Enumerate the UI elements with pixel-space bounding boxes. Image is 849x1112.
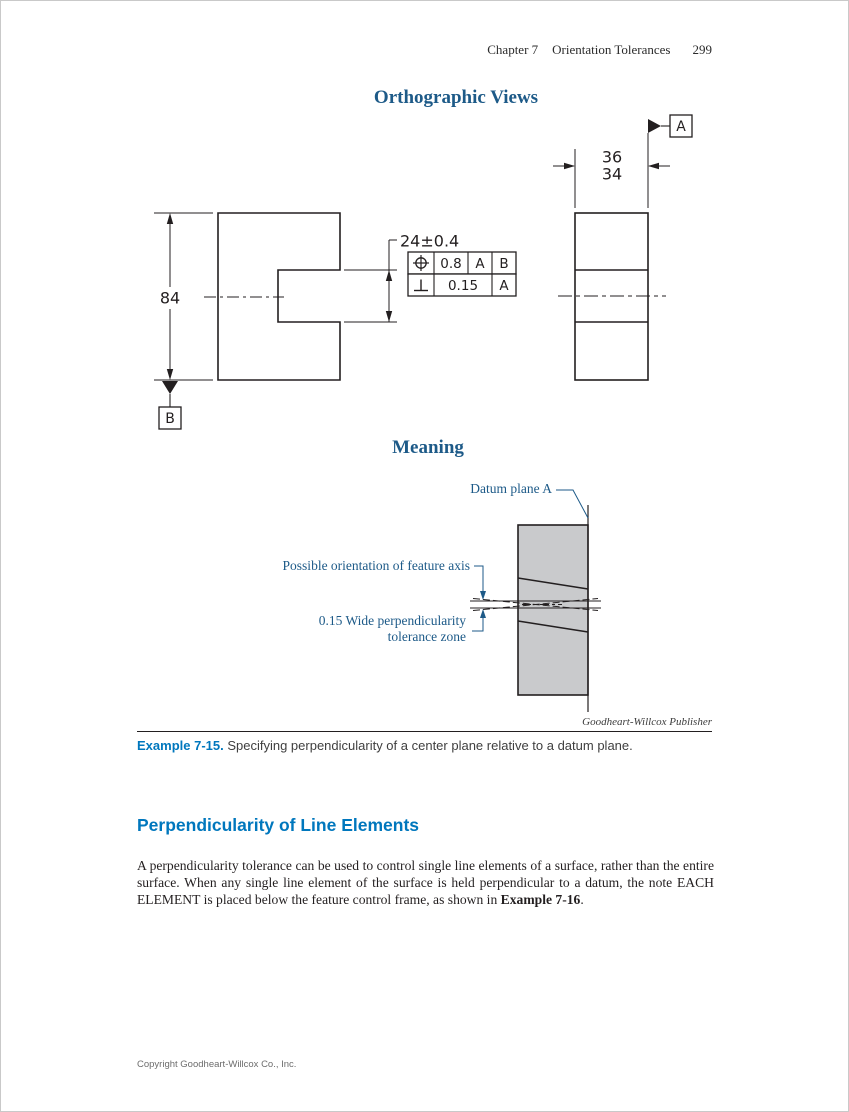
caption-text: Specifying perpendicularity of a center … xyxy=(223,738,633,753)
tolerance-zone-label-line2: tolerance zone xyxy=(387,628,466,644)
orthographic-views-drawing: 84 B 24±0.4 xyxy=(154,114,693,430)
datum-feature-a: A xyxy=(648,114,693,138)
axis-label-leader xyxy=(474,565,484,591)
header-section-title: Orientation Tolerances xyxy=(552,42,671,57)
dim-36-label: 36 xyxy=(602,148,622,167)
meaning-diagram xyxy=(470,489,601,712)
fcf-position-tolerance: 0.8 xyxy=(440,256,461,272)
page-number: 299 xyxy=(692,42,713,57)
perpendicularity-symbol-icon xyxy=(414,279,428,292)
leader-lines xyxy=(472,489,589,632)
left-view-outline xyxy=(217,212,341,381)
datum-triangle-icon xyxy=(162,381,178,394)
fcf-perp-tolerance: 0.15 xyxy=(448,278,478,294)
datum-plane-leader xyxy=(556,489,589,519)
arrowhead-left xyxy=(648,162,659,170)
section-heading: Perpendicularity of Line Elements xyxy=(137,815,420,835)
zone-arrow-down xyxy=(480,591,486,600)
datum-a-letter: A xyxy=(676,119,686,135)
slot-dimension: 24±0.4 xyxy=(344,232,459,323)
fcf-position-datum-b: B xyxy=(499,256,508,272)
paragraph-end: . xyxy=(580,892,584,908)
dim-24-label: 24±0.4 xyxy=(400,232,459,251)
height-dimension: 84 xyxy=(154,212,213,381)
paragraph-bold-reference: Example 7-16 xyxy=(500,892,581,908)
arrowhead-right xyxy=(564,162,575,170)
caption-label: Example 7-15. xyxy=(137,738,224,753)
datum-feature-b: B xyxy=(158,381,182,430)
datum-a-frame xyxy=(669,114,693,138)
paragraph-text: A perpendicularity tolerance can be used… xyxy=(137,857,714,908)
meaning-part xyxy=(470,505,601,712)
dim-34-label: 34 xyxy=(602,165,622,184)
meaning-title: Meaning xyxy=(392,437,464,458)
orthographic-views-title: Orthographic Views xyxy=(373,87,539,108)
datum-triangle-icon xyxy=(648,119,661,133)
fcf-position-datum-a: A xyxy=(475,256,485,272)
zone-arrow-up xyxy=(480,609,486,618)
left-view xyxy=(204,212,341,381)
width-dimension: 36 34 xyxy=(553,133,670,208)
datum-b-frame xyxy=(158,406,182,430)
datum-plane-label: Datum plane A xyxy=(470,481,552,496)
position-symbol-icon xyxy=(413,255,429,271)
zone-label-leader xyxy=(472,617,484,632)
body-paragraph: A perpendicularity tolerance can be used… xyxy=(137,857,714,909)
fcf-frame xyxy=(407,273,517,297)
dim-84-label: 84 xyxy=(160,289,180,308)
tilted-slot-edge xyxy=(517,620,589,633)
running-header: Chapter 7 Orientation Tolerances 299 xyxy=(400,42,712,58)
axis-orientation-label: Possible orientation of feature axis xyxy=(282,558,470,573)
copyright-footer: Copyright Goodheart-Willcox Co., Inc. xyxy=(137,1059,297,1070)
tilted-slot-edge xyxy=(517,577,589,590)
header-chapter: Chapter 7 xyxy=(487,42,539,57)
tolerance-zone-label: 0.15 Wide perpendicularity tolerance zon… xyxy=(240,613,466,644)
fcf-perp-datum-a: A xyxy=(499,278,509,294)
part-side-view xyxy=(517,524,589,696)
arrowhead-up xyxy=(166,213,174,224)
arrowhead-down xyxy=(385,311,393,322)
caption-divider xyxy=(137,731,712,732)
feature-control-frame-position: 0.8 A B xyxy=(407,251,517,275)
figure-caption: Example 7-15. Specifying perpendicularit… xyxy=(137,737,719,756)
right-view xyxy=(558,212,666,381)
arrowhead-up xyxy=(385,270,393,281)
feature-control-frame-perpendicularity: 0.15 A xyxy=(407,273,517,297)
datum-b-letter: B xyxy=(165,411,175,427)
arrowhead-down xyxy=(166,369,174,380)
publisher-credit: Goodheart-Willcox Publisher xyxy=(582,716,712,728)
tolerance-zone-label-line1: 0.15 Wide perpendicularity xyxy=(318,613,466,628)
